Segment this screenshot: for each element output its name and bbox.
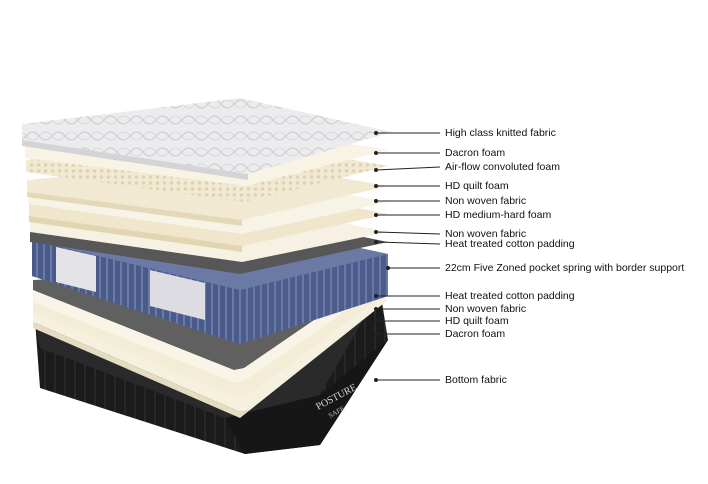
label-cotton-padding-bottom: Heat treated cotton padding [445, 290, 575, 302]
label-dacron-foam-top: Dacron foam [445, 147, 506, 159]
label-hd-quilt-foam-bottom: HD quilt foam [445, 315, 509, 327]
label-hd-medium-hard-foam: HD medium-hard foam [445, 209, 552, 221]
label-bottom-fabric: Bottom fabric [445, 374, 507, 386]
layer-knitted-fabric [22, 98, 392, 180]
label-hd-quilt-foam-top: HD quilt foam [445, 180, 509, 192]
label-knitted-fabric: High class knitted fabric [445, 127, 556, 139]
label-pocket-spring: 22cm Five Zoned pocket spring with borde… [445, 262, 685, 274]
label-non-woven-bottom: Non woven fabric [445, 303, 527, 315]
label-dacron-foam-bottom: Dacron foam [445, 328, 506, 340]
label-cotton-padding-top: Heat treated cotton padding [445, 238, 575, 250]
label-non-woven-top-1: Non woven fabric [445, 195, 527, 207]
leader-lines [374, 131, 441, 382]
label-non-woven-top-2: Non woven fabric [445, 228, 527, 240]
label-airflow-convoluted-foam: Air-flow convoluted foam [445, 161, 560, 173]
